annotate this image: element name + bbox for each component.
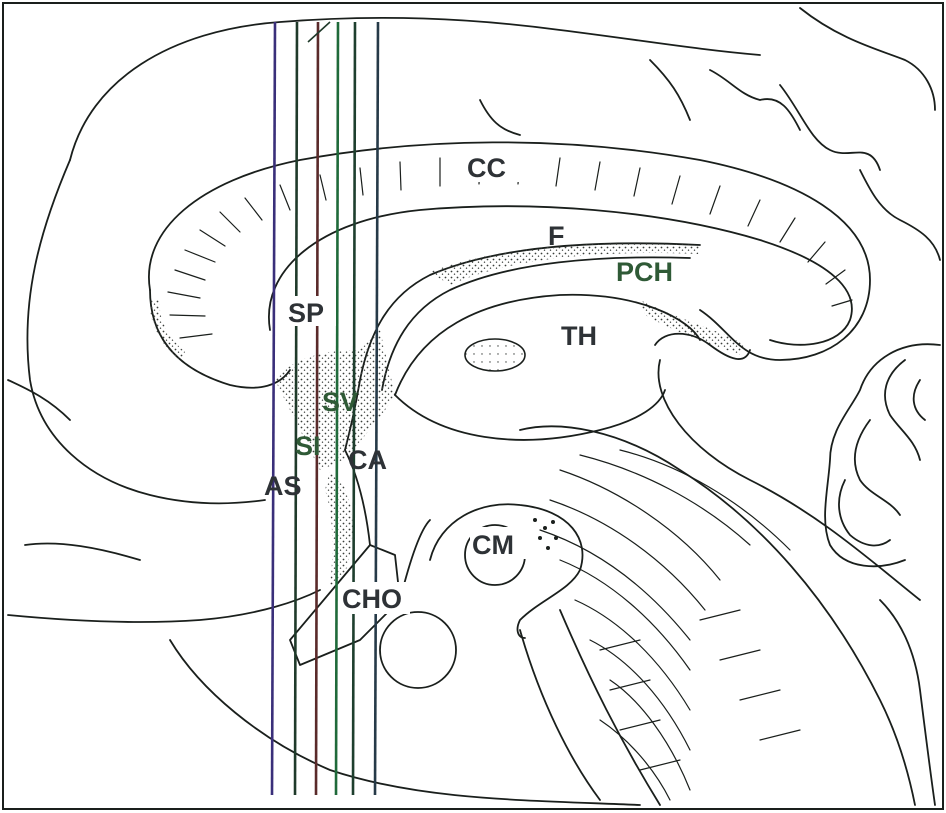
label-pch: PCH [616,257,673,287]
label-sv: SV [322,387,358,417]
label-as: AS [264,471,302,501]
figure-frame [3,3,943,809]
label-cc: CC [467,153,506,183]
label-cm: CM [472,530,514,560]
pituitary-gland [380,612,456,688]
label-cho: CHO [342,584,402,614]
label-si: SI [295,431,321,461]
label-ca: CA [348,445,387,475]
label-sp: SP [288,298,324,328]
interthalamic-adhesion [465,339,525,371]
label-th: TH [561,321,597,351]
label-f: F [548,221,565,251]
